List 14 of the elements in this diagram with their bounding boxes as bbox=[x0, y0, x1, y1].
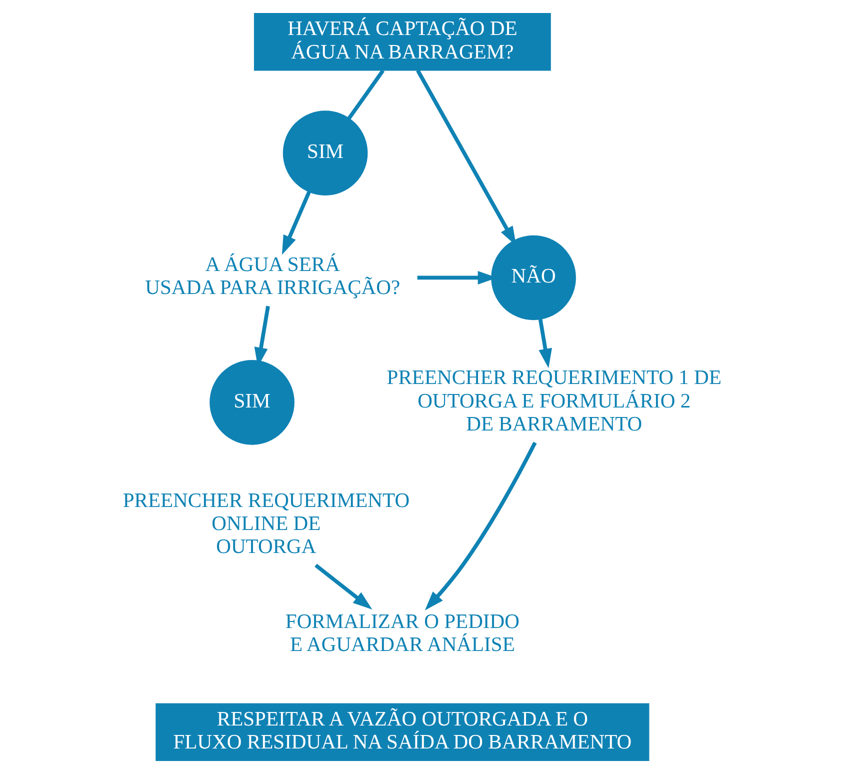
node-circle: SIM bbox=[209, 360, 294, 445]
arrow bbox=[424, 442, 536, 610]
node-text: FORMALIZAR O PEDIDO E AGUARDAR ANÁLISE bbox=[284, 610, 519, 656]
connector bbox=[346, 69, 384, 120]
node-text: PREENCHER REQUERIMENTO ONLINE DE OUTORGA bbox=[122, 490, 410, 558]
node-circle: NÃO bbox=[490, 235, 576, 320]
node-circle: SIM bbox=[282, 110, 368, 196]
arrow bbox=[538, 318, 552, 368]
node-text: PREENCHER REQUERIMENTO 1 DE OUTORGA E FORMULÁRIO 2 DE BARRAMENTO bbox=[386, 367, 721, 436]
node-text: A ÁGUA SERÁ USADA PARA IRRIGAÇÃO? bbox=[144, 254, 400, 300]
arrow bbox=[314, 564, 372, 610]
node-box: HAVERÁ CAPTAÇÃO DE ÁGUA NA BARRAGEM? bbox=[253, 12, 550, 71]
arrow bbox=[281, 190, 310, 255]
node-box: RESPEITAR A VAZÃO OUTORGADA E O FLUXO RESIDUAL NA SAÍDA DO BARRAMENTO bbox=[155, 703, 649, 762]
